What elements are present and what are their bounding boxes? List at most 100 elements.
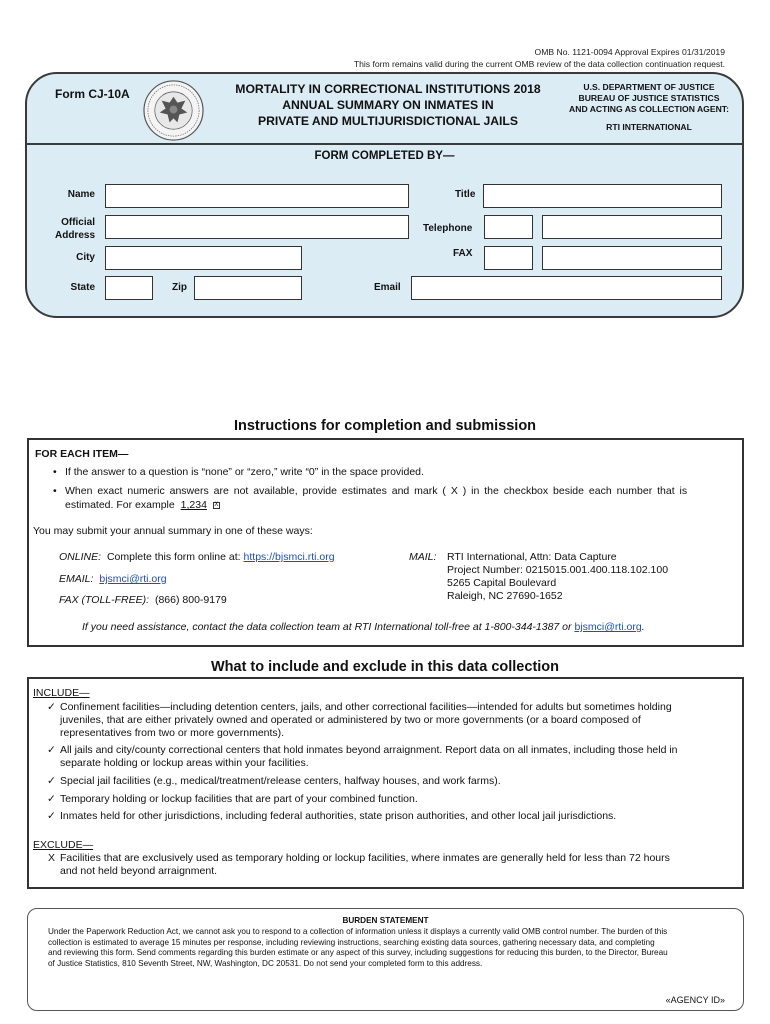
omb-approval: OMB No. 1121-0094 Approval Expires 01/31… xyxy=(534,47,725,57)
bullet-1-text: If the answer to a question is “none” or… xyxy=(65,466,424,478)
form-header: Form CJ-10A MORTALITY IN CORRECTIONAL IN… xyxy=(25,72,744,318)
address-field[interactable] xyxy=(105,215,409,239)
email-link[interactable]: bjsmci@rti.org xyxy=(99,573,167,585)
instructions-box: FOR EACH ITEM— • If the answer to a ques… xyxy=(27,438,744,647)
include-label: INCLUDE— xyxy=(33,687,90,699)
name-label: Name xyxy=(67,189,95,200)
online-row: ONLINE: Complete this form online at: ht… xyxy=(59,551,335,564)
instructions-heading: Instructions for completion and submissi… xyxy=(233,418,537,434)
assistance-end: . xyxy=(641,621,645,633)
include-exclude-box: INCLUDE— ✓ Confinement facilities—includ… xyxy=(27,677,744,889)
address-label: Official Address xyxy=(37,216,95,242)
online-label: ONLINE: xyxy=(59,551,102,563)
assistance-email-link[interactable]: bjsmci@rti.org xyxy=(574,621,642,633)
assistance-text: If you need assistance, contact the data… xyxy=(82,621,572,633)
online-text: Complete this form online at: xyxy=(106,551,241,563)
example-value: 1,234 xyxy=(180,499,207,511)
include-exclude-heading: What to include and exclude in this data… xyxy=(210,659,560,675)
name-field[interactable] xyxy=(105,184,409,208)
burden-heading: BURDEN STATEMENT xyxy=(342,916,429,925)
state-field[interactable] xyxy=(105,276,153,300)
email-method-label: EMAIL: xyxy=(59,573,94,585)
include-item-5: Inmates held for other jurisdictions, in… xyxy=(60,810,617,822)
state-label: State xyxy=(70,282,95,293)
include-check-3: ✓ xyxy=(47,775,56,787)
form-id: Form CJ-10A xyxy=(55,87,130,101)
exclude-item-1-line-1: Facilities that are exclusively used as … xyxy=(60,852,670,864)
include-check-1: ✓ xyxy=(47,701,56,713)
fax-number: (866) 800-9179 xyxy=(154,594,227,606)
include-item-1-line-2: juveniles, that are either privately own… xyxy=(60,714,641,726)
mail-label: MAIL: xyxy=(409,551,437,563)
include-item-2-line-2: separate holding or lockup areas within … xyxy=(60,757,309,769)
fax-number-field[interactable] xyxy=(542,246,722,270)
agency-line-1: U.S. DEPARTMENT OF JUSTICE xyxy=(583,82,715,92)
bullet-2-text: When exact numeric answers are not avail… xyxy=(65,485,688,497)
city-label: City xyxy=(76,252,95,263)
telephone-label: Telephone xyxy=(423,223,473,234)
agency-id: «AGENCY ID» xyxy=(665,995,725,1005)
bullet-1-marker: • xyxy=(53,466,57,478)
include-check-2: ✓ xyxy=(47,744,56,756)
address-label-line-1: Official xyxy=(61,217,95,228)
exclude-item-1: Facilities that are exclusively used as … xyxy=(60,852,670,878)
include-item-1-line-3: representatives from two or more governm… xyxy=(60,727,285,739)
mail-line-4: Raleigh, NC 27690-1652 xyxy=(447,590,563,602)
exclude-mark: X xyxy=(48,852,56,864)
bullet-2-marker: • xyxy=(53,485,57,497)
agency-line-2: BUREAU OF JUSTICE STATISTICS xyxy=(578,93,720,103)
title-line-3: PRIVATE AND MULTIJURISDICTIONAL JAILS xyxy=(257,114,518,128)
bullet-2-example-lead: estimated. For example xyxy=(65,499,175,511)
online-url-link[interactable]: https://bjsmci.rti.org xyxy=(243,551,335,563)
mail-line-2: Project Number: 0215015.001.400.118.102.… xyxy=(447,564,669,576)
include-item-1-line-1: Confinement facilities—including detenti… xyxy=(60,701,672,713)
title-line-2: ANNUAL SUMMARY ON INMATES IN xyxy=(282,98,494,112)
fax-label: FAX xyxy=(453,248,473,259)
burden-statement-box: BURDEN STATEMENT Under the Paperwork Red… xyxy=(27,908,744,1011)
include-item-4: Temporary holding or lockup facilities t… xyxy=(60,793,418,805)
email-field[interactable] xyxy=(411,276,722,300)
include-item-2: All jails and city/county correctional c… xyxy=(60,744,678,770)
include-item-3: Special jail facilities (e.g., medical/t… xyxy=(60,775,501,787)
burden-line-1: Under the Paperwork Reduction Act, we ca… xyxy=(48,927,668,936)
mail-line-3: 5265 Capital Boulevard xyxy=(447,577,557,589)
example-checkbox: X xyxy=(212,501,220,509)
omb-validity-note: This form remains valid during the curre… xyxy=(353,59,725,69)
zip-field[interactable] xyxy=(194,276,302,300)
burden-line-2: collection is estimated to average 15 mi… xyxy=(48,937,655,947)
include-check-4: ✓ xyxy=(47,793,56,805)
form-title: MORTALITY IN CORRECTIONAL INSTITUTIONS 2… xyxy=(203,81,573,129)
title-field[interactable] xyxy=(483,184,722,208)
doj-seal-icon xyxy=(143,80,204,141)
burden-text: Under the Paperwork Reduction Act, we ca… xyxy=(48,927,668,969)
title-label: Title xyxy=(455,189,476,200)
telephone-area-code-field[interactable] xyxy=(484,215,533,239)
exclude-label: EXCLUDE— xyxy=(33,839,94,851)
address-label-line-2: Address xyxy=(54,230,95,241)
zip-label: Zip xyxy=(172,282,187,293)
burden-line-3: and reviewing this form. Send comments r… xyxy=(48,948,668,957)
burden-line-4: of Justice Statistics, 810 Seventh Stree… xyxy=(48,958,483,968)
agency-line-3: AND ACTING AS COLLECTION AGENT: xyxy=(569,104,729,114)
include-item-1: Confinement facilities—including detenti… xyxy=(60,701,672,740)
exclude-item-1-line-2: and not held beyond arraignment. xyxy=(60,865,218,877)
include-item-2-line-1: All jails and city/county correctional c… xyxy=(60,744,678,756)
fax-area-code-field[interactable] xyxy=(484,246,533,270)
fax-method-label: FAX (TOLL-FREE): xyxy=(59,594,150,606)
include-check-5: ✓ xyxy=(47,810,56,822)
completed-by-heading: FORM COMPLETED BY— xyxy=(314,150,455,162)
city-field[interactable] xyxy=(105,246,302,270)
for-each-item-label: FOR EACH ITEM— xyxy=(35,448,129,460)
collection-agent: RTI INTERNATIONAL xyxy=(606,122,692,132)
title-line-1: MORTALITY IN CORRECTIONAL INSTITUTIONS 2… xyxy=(235,82,541,96)
email-row: EMAIL: bjsmci@rti.org xyxy=(59,573,167,586)
assistance-note: If you need assistance, contact the data… xyxy=(82,621,645,634)
header-divider xyxy=(27,143,742,145)
bullet-2-continued: estimated. For example 1,234 X xyxy=(65,499,220,512)
fax-row: FAX (TOLL-FREE): (866) 800-9179 xyxy=(59,594,227,607)
submit-intro: You may submit your annual summary in on… xyxy=(33,525,313,537)
email-label: Email xyxy=(374,282,401,293)
agency-block: U.S. DEPARTMENT OF JUSTICE BUREAU OF JUS… xyxy=(554,82,742,133)
mail-address: RTI International, Attn: Data Capture Pr… xyxy=(447,551,668,603)
telephone-number-field[interactable] xyxy=(542,215,722,239)
